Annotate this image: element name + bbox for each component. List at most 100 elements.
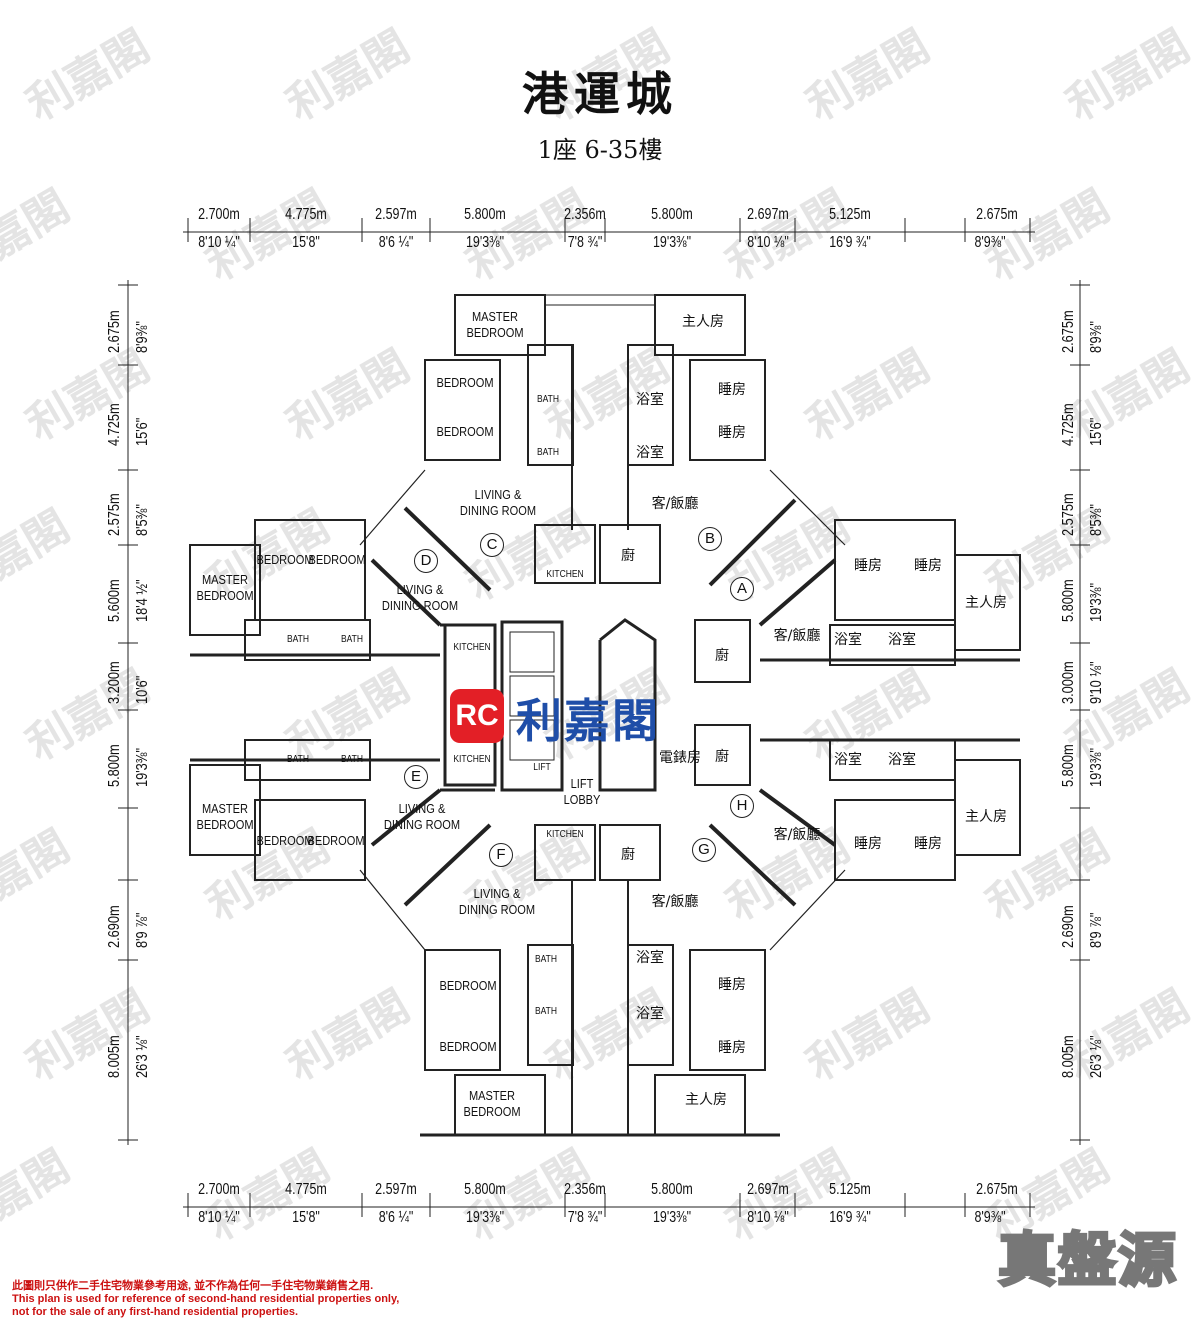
master-bedroom-label: MASTER BEDROOM: [466, 309, 524, 340]
bedroom-cn-label: 睡房: [718, 1040, 746, 1056]
wall: [708, 823, 797, 907]
wall: [708, 498, 797, 587]
bedroom-label: BEDROOM: [308, 552, 366, 567]
agency-logo: RC 利嘉閣: [450, 685, 670, 755]
master-bedroom-b: [654, 294, 746, 356]
master-bedroom-h: [954, 759, 1021, 856]
bedroom-label: BEDROOM: [439, 978, 497, 993]
balcony-line: [769, 469, 846, 546]
bath-label: BATH: [536, 447, 560, 458]
stair-core: [598, 618, 657, 792]
disclaimer-en-line2: not for the sale of any first-hand resid…: [12, 1306, 299, 1318]
kitchen-cn-label: 廚: [621, 548, 635, 564]
wall: [758, 558, 837, 627]
living-dining-cn-label: 客/飯廳: [651, 894, 699, 910]
kitchen-f: [534, 824, 596, 881]
bath-a: [829, 624, 956, 666]
bedrooms-a: [834, 519, 956, 621]
living-dining-cn-label: 客/飯廳: [773, 628, 821, 644]
flat-e-marker: E: [404, 765, 428, 789]
bath-label: BATH: [286, 754, 310, 765]
master-bedroom-label: MASTER BEDROOM: [196, 801, 254, 832]
bath-label: BATH: [286, 634, 310, 645]
bath-label: BATH: [534, 1006, 558, 1017]
bedroom-label: BEDROOM: [436, 375, 494, 390]
kitchen-cn-label: 廚: [715, 648, 729, 664]
flat-b-marker: B: [698, 527, 722, 551]
wall: [758, 788, 837, 847]
living-dining-label: LIVING & DINING ROOM: [381, 582, 459, 613]
bath-cn-label: 浴室: [834, 752, 862, 768]
bath-label: BATH: [340, 754, 364, 765]
kitchen-label: KITCHEN: [453, 754, 491, 765]
kitchen-h: [694, 724, 751, 786]
balcony-line: [769, 869, 846, 951]
master-bedroom-cn-label: 主人房: [965, 809, 1007, 825]
bedrooms-h: [834, 799, 956, 881]
lift-label: LIFT: [533, 762, 551, 773]
disclaimer-en-line1: This plan is used for reference of secon…: [12, 1293, 400, 1305]
bedroom-cn-label: 睡房: [854, 558, 882, 574]
bedroom-label: BEDROOM: [439, 1039, 497, 1054]
logo-mark-icon: RC: [450, 689, 504, 743]
bath-cn-label: 浴室: [636, 445, 664, 461]
bath-label: BATH: [340, 634, 364, 645]
bedrooms-f: [424, 949, 501, 1071]
master-bedroom-e: [189, 764, 261, 856]
bedrooms-b: [689, 359, 766, 461]
balcony-line: [359, 869, 426, 951]
master-bedroom-cn-label: 主人房: [685, 1092, 727, 1108]
bedroom-cn-label: 睡房: [914, 836, 942, 852]
flat-h-marker: H: [730, 794, 754, 818]
living-dining-label: LIVING & DINING ROOM: [383, 801, 461, 832]
lift-car: [509, 675, 555, 717]
wall: [403, 506, 492, 592]
disclaimer: 此圖則只供作二手住宅物業參考用途, 並不作為任何一手住宅物業銷售之用. This…: [12, 1280, 399, 1319]
living-dining-cn-label: 客/飯廳: [773, 827, 821, 843]
lift-lobby-label: LIFT LOBBY: [563, 776, 601, 807]
master-bedroom-cn-label: 主人房: [682, 314, 724, 330]
living-dining-cn-label: 客/飯廳: [651, 496, 699, 512]
bath-cn-label: 浴室: [636, 950, 664, 966]
bedrooms-e: [254, 799, 366, 881]
balcony-line: [359, 469, 426, 546]
bath-label: BATH: [534, 954, 558, 965]
kitchen-b: [599, 524, 661, 584]
living-dining-label: LIVING & DINING ROOM: [458, 886, 536, 917]
kitchen-g: [599, 824, 661, 881]
bedroom-label: BEDROOM: [256, 552, 314, 567]
top-light-well: [544, 294, 656, 306]
bedroom-label: BEDROOM: [436, 424, 494, 439]
bedroom-cn-label: 睡房: [914, 558, 942, 574]
bath-cn-label: 浴室: [834, 632, 862, 648]
floor-range-subtitle: 1座 6-35樓: [537, 136, 663, 164]
kitchen-cn-label: 廚: [715, 749, 729, 765]
bedroom-label: BEDROOM: [307, 833, 365, 848]
bedrooms-c: [424, 359, 501, 461]
kitchen-c: [534, 524, 596, 584]
kitchen-label: KITCHEN: [546, 829, 584, 840]
flat-f-marker: F: [489, 843, 513, 867]
kitchen-cn-label: 廚: [621, 847, 635, 863]
flat-d-marker: D: [414, 549, 438, 573]
kitchen-label: KITCHEN: [453, 642, 491, 653]
bath-cn-label: 浴室: [888, 752, 916, 768]
master-bedroom-label: MASTER BEDROOM: [196, 572, 254, 603]
lift-car: [509, 719, 555, 761]
flat-c-marker: C: [480, 533, 504, 557]
wall: [370, 788, 442, 847]
master-bedroom-d: [189, 544, 261, 636]
wall: [370, 558, 442, 627]
bedrooms-g: [689, 949, 766, 1071]
living-dining-label: LIVING & DINING ROOM: [459, 487, 537, 518]
brand-stamp: 真盤源: [996, 1225, 1178, 1296]
bedroom-cn-label: 睡房: [718, 382, 746, 398]
bedrooms-d: [254, 519, 366, 621]
master-bedroom-label: MASTER BEDROOM: [463, 1088, 521, 1119]
bedroom-label: BEDROOM: [256, 833, 314, 848]
bath-cn-label: 浴室: [888, 632, 916, 648]
bath-cn-label: 浴室: [636, 392, 664, 408]
master-bedroom-c: [454, 294, 546, 356]
lift-car: [509, 631, 555, 673]
